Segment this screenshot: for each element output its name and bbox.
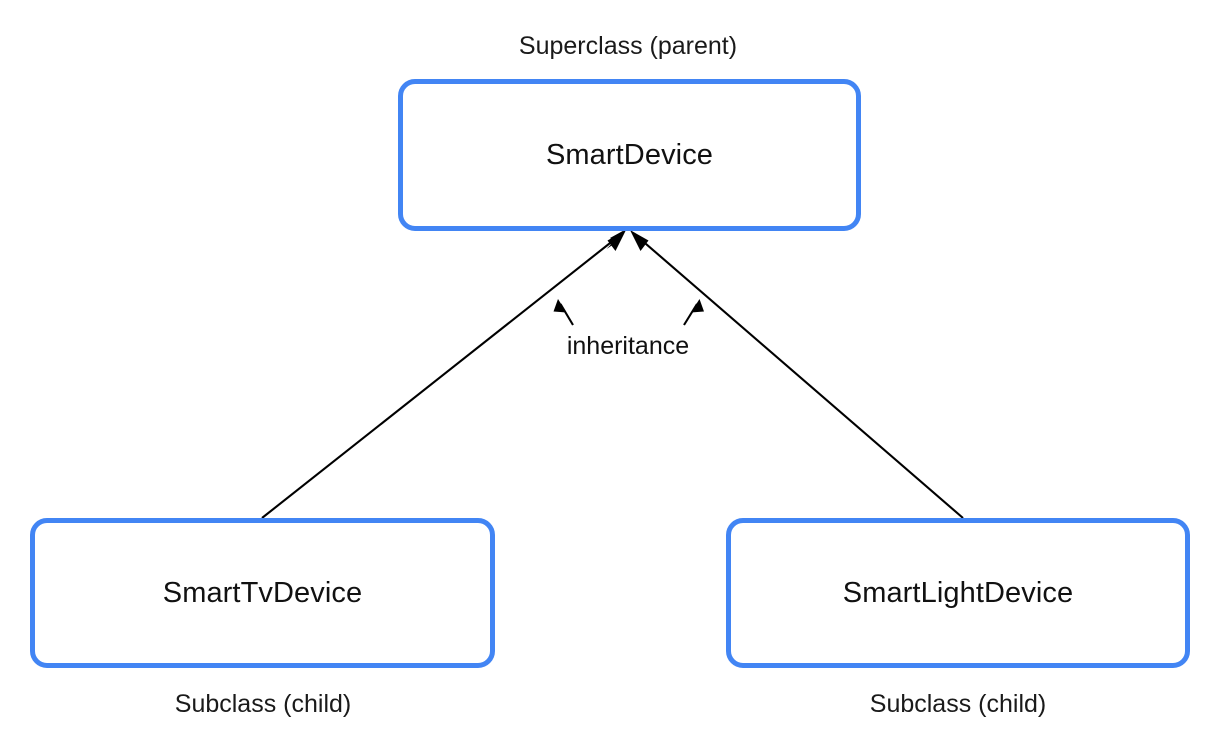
edge-smartlightdevice-to-smartdevice [630,230,964,519]
subclass-light-role-label: Subclass (child) [869,690,1047,718]
arrowhead-left-solid [607,230,626,251]
class-box-smartlightdevice[interactable]: SmartLightDevice [726,518,1190,668]
inheritance-pointer-left [553,299,574,326]
arrowhead-left [606,229,626,249]
arrowhead-right-solid [630,230,649,251]
inheritance-edge-label: inheritance [566,332,690,360]
class-name-smartdevice: SmartDevice [545,138,714,171]
inheritance-pointer-right [683,299,704,326]
class-name-smartlightdevice: SmartLightDevice [842,576,1074,609]
class-box-smartdevice[interactable]: SmartDevice [398,79,861,231]
edge-smarttvdevice-to-smartdevice [261,229,626,519]
class-box-smarttvdevice[interactable]: SmartTvDevice [30,518,495,668]
class-name-smarttvdevice: SmartTvDevice [162,576,363,609]
superclass-role-label: Superclass (parent) [518,32,738,60]
subclass-tv-role-label: Subclass (child) [174,690,352,718]
